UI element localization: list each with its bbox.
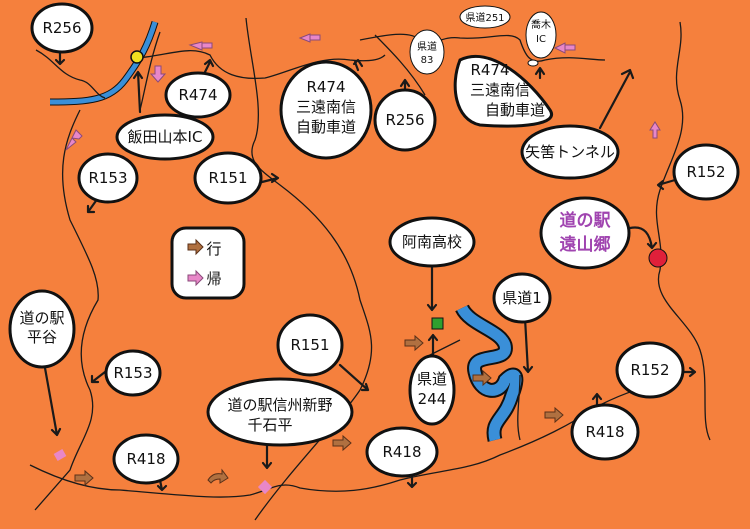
svg-text:平谷: 平谷 (27, 328, 57, 346)
svg-text:IC: IC (536, 34, 546, 45)
label-iida-yamamoto-ic: 飯田山本IC (115, 113, 215, 161)
label-r151-bottom: R151 (276, 313, 344, 377)
label-yahazu-tunnel: 矢筈トンネル (520, 124, 620, 180)
label-anan-high-school: 阿南高校 (388, 216, 476, 268)
return-arrows (65, 33, 661, 151)
pointer-arrows (43, 50, 697, 492)
outbound-arrow-icon (207, 468, 229, 484)
return-arrow-icon (187, 269, 204, 287)
svg-text:R256: R256 (42, 19, 81, 37)
svg-text:R256: R256 (385, 111, 424, 129)
svg-text:三遠南信: 三遠南信 (470, 81, 530, 99)
svg-text:飯田山本IC: 飯田山本IC (128, 128, 203, 146)
label-kendo1: 県道1 (492, 272, 552, 324)
svg-text:県道: 県道 (417, 40, 437, 53)
svg-text:三遠南信: 三遠南信 (296, 98, 356, 116)
svg-text:244: 244 (418, 390, 447, 408)
takagi-ic-marker[interactable] (527, 59, 539, 67)
label-r256-mid: R256 (373, 88, 437, 152)
return-arrow-icon (298, 33, 321, 43)
label-r153-top: R153 (77, 152, 139, 204)
svg-text:R418: R418 (126, 450, 165, 468)
label-kendo244: 県道 244 (408, 354, 456, 426)
label-r151-top: R151 (193, 151, 263, 205)
svg-text:県道1: 県道1 (502, 289, 542, 307)
outbound-arrow-icon (74, 469, 94, 487)
svg-text:遠山郷: 遠山郷 (560, 234, 611, 255)
svg-text:R153: R153 (113, 364, 152, 382)
outbound-arrow-icon (404, 334, 424, 352)
svg-text:R153: R153 (88, 169, 127, 187)
label-r418-mid: R418 (365, 426, 439, 478)
outbound-arrows (74, 334, 564, 487)
svg-text:R418: R418 (382, 443, 421, 461)
label-r152-bottom: R152 (615, 341, 685, 399)
anan-high-school-marker[interactable] (431, 317, 444, 330)
return-arrow-icon (188, 41, 213, 51)
label-r152-top: R152 (672, 143, 740, 201)
label-r418-right: R418 (570, 403, 640, 461)
svg-text:喬木: 喬木 (531, 18, 551, 31)
svg-text:R152: R152 (630, 361, 669, 379)
label-michinoeki-shinano-shinno[interactable]: 道の駅信州新野 千石平 (206, 377, 354, 447)
svg-text:R152: R152 (686, 163, 725, 181)
label-r418-left: R418 (112, 433, 180, 485)
svg-text:県道: 県道 (417, 370, 447, 388)
outbound-arrow-icon (472, 369, 492, 387)
svg-text:R474: R474 (306, 78, 345, 96)
label-r474-expressway-center: R474 三遠南信 自動車道 (279, 60, 373, 160)
svg-text:道の駅: 道の駅 (560, 210, 612, 231)
return-arrow-icon (65, 129, 83, 151)
label-takagi-ic[interactable]: 喬木 IC (525, 11, 557, 59)
svg-text:自動車道: 自動車道 (296, 118, 356, 136)
iida-yamamoto-ic-marker[interactable] (130, 50, 144, 64)
svg-text:矢筈トンネル: 矢筈トンネル (525, 143, 615, 161)
svg-text:行: 行 (206, 240, 221, 258)
label-r474-left: R474 (164, 71, 232, 119)
hiraya-marker[interactable] (53, 449, 67, 461)
svg-text:千石平: 千石平 (247, 416, 292, 434)
svg-text:道の駅信州新野: 道の駅信州新野 (227, 396, 332, 414)
legend: 行 帰 (170, 226, 246, 300)
svg-text:阿南高校: 阿南高校 (402, 233, 462, 251)
svg-text:自動車道: 自動車道 (485, 101, 545, 119)
svg-text:R474: R474 (470, 61, 509, 79)
return-arrow-icon (649, 121, 661, 139)
label-michinoeki-hiraya[interactable]: 道の駅 平谷 (8, 289, 76, 369)
svg-text:R151: R151 (290, 336, 329, 354)
label-michinoeki-tooyamago[interactable]: 道の駅 遠山郷 (539, 196, 631, 270)
svg-text:83: 83 (421, 55, 434, 66)
svg-text:R474: R474 (178, 86, 217, 104)
label-kendo251: 県道251 (459, 5, 511, 29)
svg-text:道の駅: 道の駅 (19, 309, 64, 327)
return-arrow-icon (553, 42, 576, 54)
outbound-arrow-icon (187, 238, 204, 256)
label-kendo83: 県道 83 (409, 29, 445, 75)
label-r474-expressway-right: R474 三遠南信 自動車道 (453, 54, 554, 128)
return-arrow-icon (149, 65, 167, 83)
shinano-marker[interactable] (257, 479, 273, 495)
label-r153-bottom: R153 (104, 349, 162, 397)
outbound-arrow-icon (332, 434, 352, 452)
svg-text:R418: R418 (585, 423, 624, 441)
outbound-arrow-icon (544, 406, 564, 424)
svg-text:県道251: 県道251 (465, 11, 504, 24)
tooyamago-marker[interactable] (648, 248, 668, 268)
svg-text:R151: R151 (208, 169, 247, 187)
river (49, 20, 524, 442)
svg-text:帰: 帰 (206, 270, 221, 288)
label-r256-top: R256 (30, 2, 94, 54)
